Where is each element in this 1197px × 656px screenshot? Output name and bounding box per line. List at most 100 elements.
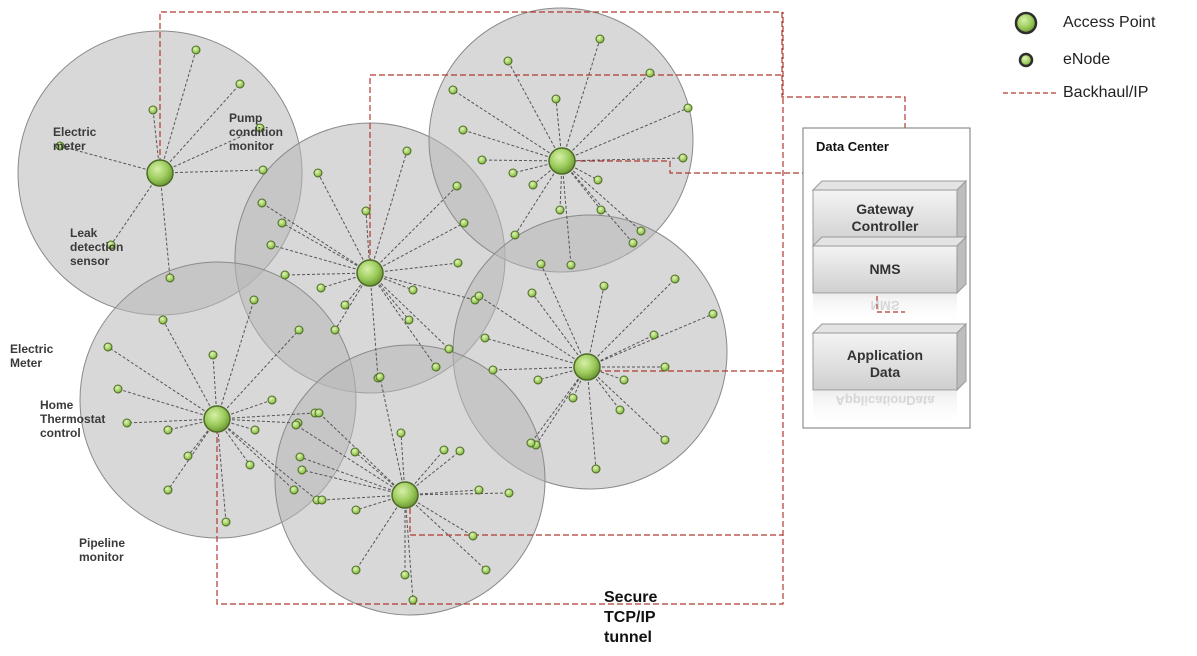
mesh-link [216, 418, 251, 466]
enode-marker [408, 285, 418, 295]
mesh-link [404, 494, 487, 571]
enode-marker [452, 181, 462, 191]
data-center-title: Data Center [816, 139, 889, 154]
data-center-panel [802, 127, 971, 429]
enode-marker [480, 333, 490, 343]
mesh-link [299, 456, 406, 496]
mesh-link [216, 418, 295, 491]
mesh-link [216, 418, 318, 501]
enode-marker [163, 485, 173, 495]
enode-marker [400, 570, 410, 580]
enode-marker [314, 408, 324, 418]
mesh-link [369, 185, 458, 274]
nms-box [811, 235, 968, 295]
nms-label: NMS [869, 261, 901, 277]
enode-marker [448, 85, 458, 95]
enode-marker [249, 295, 259, 305]
mesh-link [586, 313, 714, 368]
enode-marker [266, 240, 276, 250]
enode-marker [439, 445, 449, 455]
mesh-link [216, 418, 227, 523]
mesh-link [321, 494, 406, 501]
enode-marker [596, 205, 606, 215]
enode-marker [536, 259, 546, 269]
enode-marker [599, 281, 609, 291]
enode-marker [183, 451, 193, 461]
mesh-link [216, 412, 316, 420]
mesh-link [379, 376, 406, 496]
enode-marker [255, 123, 265, 133]
legend-backhaul-label: Backhaul/IP [1063, 84, 1149, 101]
mesh-link [216, 299, 255, 420]
enode-marker [235, 79, 245, 89]
enode-marker [526, 438, 536, 448]
enode-marker [459, 218, 469, 228]
mesh-link [537, 366, 588, 381]
mesh-link [159, 172, 171, 279]
mesh-link [369, 272, 437, 368]
enode-marker [361, 206, 371, 216]
enode-marker [267, 395, 277, 405]
mesh-link [404, 494, 474, 537]
mesh-link [369, 272, 450, 350]
enode-marker [208, 350, 218, 360]
mesh-link [355, 494, 406, 511]
backhaul-route-2 [369, 74, 782, 273]
enode-marker [504, 488, 514, 498]
enode-marker [508, 168, 518, 178]
enode-marker [431, 362, 441, 372]
enode-marker [636, 226, 646, 236]
mesh-link [559, 160, 563, 211]
mesh-link [586, 366, 597, 470]
legend [1003, 11, 1059, 94]
enode-marker [408, 595, 418, 605]
mesh-link [216, 329, 300, 420]
enode-marker [468, 531, 478, 541]
coverage-cells [17, 7, 728, 616]
enode-marker [297, 465, 307, 475]
enode-marker [660, 435, 670, 445]
enode-marker [444, 344, 454, 354]
enode-marker [533, 375, 543, 385]
legend-enode-label: eNode [1063, 51, 1111, 68]
enode-marker [555, 205, 565, 215]
mesh-link [530, 366, 588, 444]
enode-marker [221, 517, 231, 527]
mesh-link [404, 494, 414, 601]
mesh-link [561, 72, 651, 162]
mesh-link [369, 150, 408, 274]
mesh-link [216, 418, 299, 424]
nms-reflection [813, 294, 957, 324]
enode-marker [163, 425, 173, 435]
mesh-link [301, 469, 406, 496]
mesh-link [369, 272, 476, 301]
application-reflection [813, 391, 957, 426]
access-point-marker [203, 405, 231, 433]
enode-marker [628, 238, 638, 248]
mesh-link [126, 418, 218, 424]
mesh-link [317, 172, 371, 274]
enode-marker [683, 103, 693, 113]
enode-markers [55, 34, 718, 605]
enode-marker [257, 198, 267, 208]
enode-marker [645, 68, 655, 78]
mesh-link [404, 492, 510, 496]
access-point-marker [391, 481, 419, 509]
enode-marker [503, 56, 513, 66]
mesh-link [478, 295, 588, 368]
enode-marker [55, 141, 65, 151]
mesh-link [320, 272, 371, 289]
mesh-link [452, 89, 563, 162]
enode-marker [474, 291, 484, 301]
mesh-link [270, 244, 371, 274]
enode-marker [488, 365, 498, 375]
backhaul-route-3 [562, 160, 807, 174]
enode-marker [250, 425, 260, 435]
enode-marker [404, 315, 414, 325]
